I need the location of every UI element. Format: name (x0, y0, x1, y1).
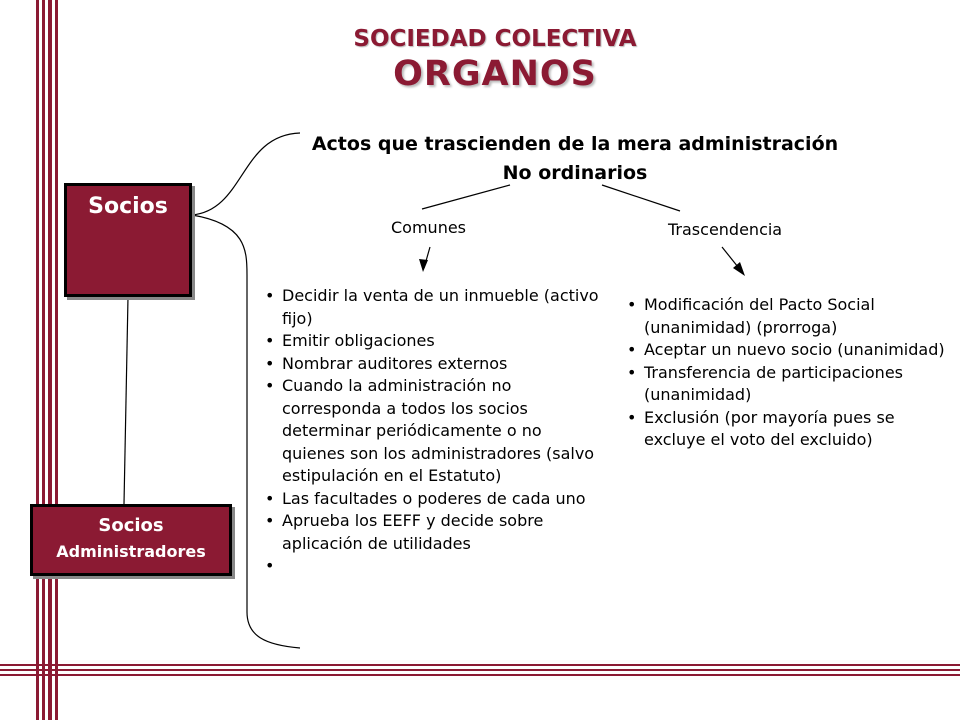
socios-admin-connector (123, 296, 129, 505)
brace-upper (191, 132, 301, 216)
list-item: Aceptar un nuevo socio (unanimidad) (625, 339, 945, 362)
bottom-border-bar-3 (0, 674, 960, 676)
list-item: Emitir obligaciones (263, 330, 608, 353)
branch-label-trascendencia: Trascendencia (668, 220, 783, 239)
branch-line-comunes (421, 184, 511, 210)
socios-administradores-box: Socios Administradores (30, 504, 232, 576)
left-border-bar-2 (42, 0, 45, 720)
list-item: Cuando la administración no corresponda … (263, 375, 608, 488)
branch-line-trascendencia (601, 184, 681, 212)
list-item: Nombrar auditores externos (263, 353, 608, 376)
comunes-list: Decidir la venta de un inmueble (activo … (263, 285, 608, 578)
heading-line-2: No ordinarios (502, 162, 648, 184)
socios-box: Socios (64, 183, 192, 297)
list-item: Decidir la venta de un inmueble (activo … (263, 285, 608, 330)
branch-label-comunes: Comunes (391, 218, 467, 237)
left-border-bar-1 (36, 0, 39, 720)
left-border-bar-4 (55, 0, 58, 720)
trascendencia-list: Modificación del Pacto Social (unanimida… (625, 294, 945, 452)
admin-label-line-1: Socios (98, 515, 164, 536)
bottom-border-bar-2 (0, 669, 960, 671)
bottom-border-bar-1 (0, 664, 960, 666)
section-heading: Actos que trascienden de la mera adminis… (240, 130, 910, 188)
list-item: Aprueba los EEFF y decide sobre aplicaci… (263, 510, 608, 555)
admin-label-line-2: Administradores (56, 542, 206, 561)
brace-lower (191, 214, 301, 649)
arrowhead-comunes (419, 259, 428, 272)
socios-label: Socios (88, 194, 168, 219)
slide-title: SOCIEDAD COLECTIVA (353, 26, 637, 52)
arrowhead-trascendencia (733, 262, 745, 276)
list-item: Las facultades o poderes de cada uno (263, 488, 608, 511)
left-border-bar-3 (48, 0, 52, 720)
slide-subtitle: ORGANOS (393, 54, 597, 94)
list-item: Exclusión (por mayoría pues se excluye e… (625, 407, 945, 452)
list-item: Modificación del Pacto Social (unanimida… (625, 294, 945, 339)
heading-line-1: Actos que trascienden de la mera adminis… (311, 133, 839, 155)
list-item: Transferencia de participaciones (unanim… (625, 362, 945, 407)
